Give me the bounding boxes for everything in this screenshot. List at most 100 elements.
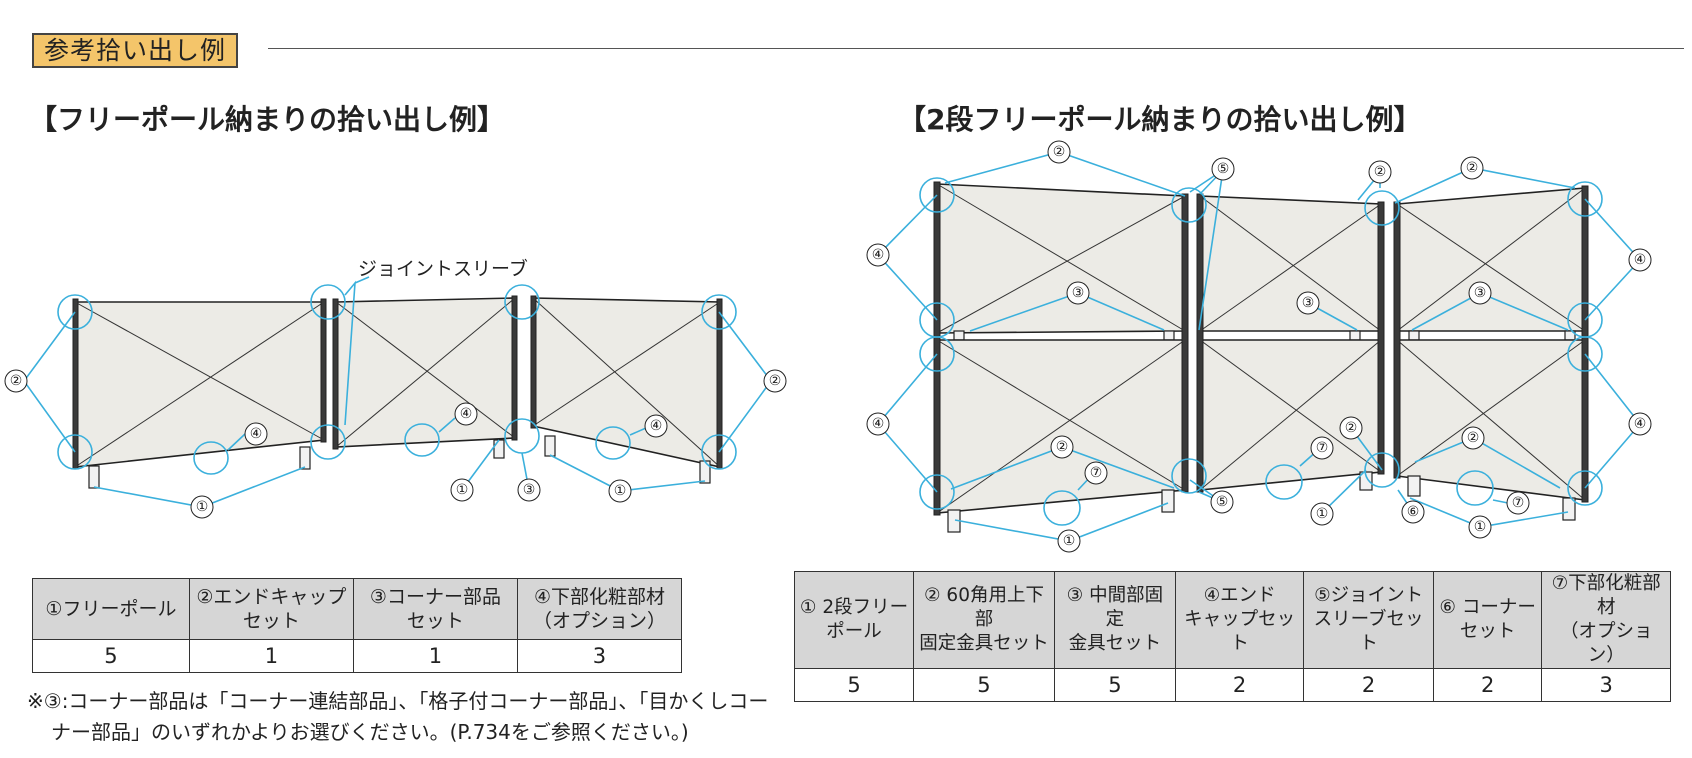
marker: ② bbox=[1339, 416, 1363, 440]
svg-text:②: ② bbox=[1467, 430, 1480, 446]
svg-text:④: ④ bbox=[1634, 416, 1647, 432]
pole-foot bbox=[88, 465, 100, 489]
pole-foot bbox=[544, 435, 556, 457]
svg-text:①: ① bbox=[196, 499, 209, 515]
svg-text:②: ② bbox=[1374, 164, 1387, 180]
table-cell: 2 bbox=[1174, 668, 1305, 702]
pole-foot bbox=[299, 446, 311, 470]
table-header-cell: ① 2段フリー ポール bbox=[793, 571, 915, 669]
marker: ② bbox=[1461, 426, 1485, 450]
callout-joint-sleeve: ジョイントスリーブ bbox=[358, 257, 528, 280]
marker: ② bbox=[1047, 140, 1071, 164]
marker: ④ bbox=[644, 414, 668, 438]
header-rule bbox=[268, 48, 1684, 49]
svg-text:⑤: ⑤ bbox=[1217, 161, 1230, 177]
table-header-cell: ④下部化粧部材 （オプション） bbox=[516, 578, 683, 640]
svg-text:①: ① bbox=[614, 483, 627, 499]
footnote-line-1: ※③:コーナー部品は「コーナー連結部品」、「格子付コーナー部品」、「目かくしコー bbox=[27, 689, 769, 713]
marker: ④ bbox=[866, 243, 890, 267]
svg-text:⑦: ⑦ bbox=[1316, 440, 1329, 456]
table-cell: 5 bbox=[913, 668, 1055, 702]
left-quantity-table: ①フリーポール ②エンドキャップ セット ③コーナー部品 セット ④下部化粧部材… bbox=[32, 578, 683, 673]
svg-text:⑦: ⑦ bbox=[1090, 465, 1103, 481]
svg-text:⑥: ⑥ bbox=[1407, 504, 1420, 520]
marker: ② bbox=[4, 369, 28, 393]
table-header-cell: ③ 中間部固定 金具セット bbox=[1053, 571, 1176, 669]
marker: ⑦ bbox=[1506, 491, 1530, 515]
table-cell: 1 bbox=[188, 639, 354, 673]
svg-text:⑤: ⑤ bbox=[1216, 494, 1229, 510]
right-diagram-title: 【2段フリーポール納まりの拾い出し例】 bbox=[898, 103, 1422, 136]
pole-foot bbox=[493, 439, 505, 459]
marker: ④ bbox=[866, 412, 890, 436]
table-cell: 2 bbox=[1432, 668, 1543, 702]
marker: ④ bbox=[244, 422, 268, 446]
svg-text:②: ② bbox=[1053, 144, 1066, 160]
svg-text:③: ③ bbox=[1474, 285, 1487, 301]
table-cell: 2 bbox=[1303, 668, 1434, 702]
footnote-line-2: ナー部品」のいずれかよりお選びください。(P.734をご参照ください。) bbox=[51, 720, 689, 744]
svg-text:①: ① bbox=[1063, 533, 1076, 549]
pole-foot bbox=[1407, 475, 1421, 497]
marker: ① bbox=[190, 495, 214, 519]
svg-text:①: ① bbox=[1316, 506, 1329, 522]
table-cell: 5 bbox=[1053, 668, 1176, 702]
marker: ③ bbox=[1468, 281, 1492, 305]
svg-text:③: ③ bbox=[523, 482, 536, 498]
marker: ② bbox=[1368, 160, 1392, 184]
marker: ④ bbox=[1628, 248, 1652, 272]
table-cell: 3 bbox=[1541, 668, 1671, 702]
marker: ③ bbox=[1296, 291, 1320, 315]
pole-foot bbox=[699, 460, 711, 484]
section-badge: 参考拾い出し例 bbox=[32, 33, 238, 68]
left-diagram-title: 【フリーポール納まりの拾い出し例】 bbox=[29, 103, 506, 136]
table-cell: 3 bbox=[516, 639, 683, 673]
table-header-cell: ② 60角用上下部 固定金具セット bbox=[913, 571, 1055, 669]
table-header-cell: ②エンドキャップ セット bbox=[188, 578, 354, 640]
marker: ① bbox=[450, 478, 474, 502]
marker: ② bbox=[763, 369, 787, 393]
right-fence-diagram: ② ⑤ ② ② ④ ④ ③ ③ ③ ④ ④ ② ② ② ⑦ ⑦ ⑦ ⑤ ① ⑥ … bbox=[866, 140, 1652, 553]
svg-text:②: ② bbox=[1345, 420, 1358, 436]
table-header-cell: ④エンド キャップセット bbox=[1174, 571, 1305, 669]
marker: ④ bbox=[454, 402, 478, 426]
marker: ⑥ bbox=[1401, 500, 1425, 524]
marker: ① bbox=[1468, 515, 1492, 539]
marker: ② bbox=[1050, 435, 1074, 459]
svg-text:①: ① bbox=[1474, 519, 1487, 535]
pole-foot bbox=[1359, 471, 1373, 491]
marker: ② bbox=[1460, 156, 1484, 180]
svg-text:②: ② bbox=[769, 373, 782, 389]
svg-text:④: ④ bbox=[1634, 252, 1647, 268]
marker: ⑦ bbox=[1084, 461, 1108, 485]
svg-text:③: ③ bbox=[1072, 285, 1085, 301]
svg-text:②: ② bbox=[1466, 160, 1479, 176]
right-quantity-table: ① 2段フリー ポール ② 60角用上下部 固定金具セット ③ 中間部固定 金具… bbox=[793, 571, 1671, 702]
table-cell: 1 bbox=[352, 639, 518, 673]
marker: ⑤ bbox=[1210, 490, 1234, 514]
svg-text:④: ④ bbox=[460, 406, 473, 422]
marker: ① bbox=[1057, 529, 1081, 553]
svg-text:②: ② bbox=[10, 373, 23, 389]
marker: ① bbox=[1310, 502, 1334, 526]
marker: ③ bbox=[1066, 281, 1090, 305]
pole-foot bbox=[1161, 489, 1175, 513]
table-header-cell: ⑥ コーナー セット bbox=[1432, 571, 1543, 669]
marker: ④ bbox=[1628, 412, 1652, 436]
svg-text:③: ③ bbox=[1302, 295, 1315, 311]
table-header-cell: ①フリーポール bbox=[32, 578, 190, 640]
marker: ③ bbox=[517, 478, 541, 502]
footnote: ※③:コーナー部品は「コーナー連結部品」、「格子付コーナー部品」、「目かくしコー… bbox=[27, 686, 797, 748]
marker: ① bbox=[608, 479, 632, 503]
svg-text:④: ④ bbox=[650, 418, 663, 434]
svg-text:①: ① bbox=[456, 482, 469, 498]
table-header-cell: ⑦下部化粧部材 （オプション） bbox=[1541, 571, 1671, 669]
table-cell: 5 bbox=[793, 668, 915, 702]
svg-text:②: ② bbox=[1056, 439, 1069, 455]
table-header-cell: ③コーナー部品 セット bbox=[352, 578, 518, 640]
svg-text:④: ④ bbox=[872, 247, 885, 263]
marker: ⑦ bbox=[1310, 436, 1334, 460]
svg-text:④: ④ bbox=[250, 426, 263, 442]
left-fence-diagram: ジョイントスリーブ ② ① ④ ④ ④ ① ③ ① ② bbox=[4, 257, 787, 519]
